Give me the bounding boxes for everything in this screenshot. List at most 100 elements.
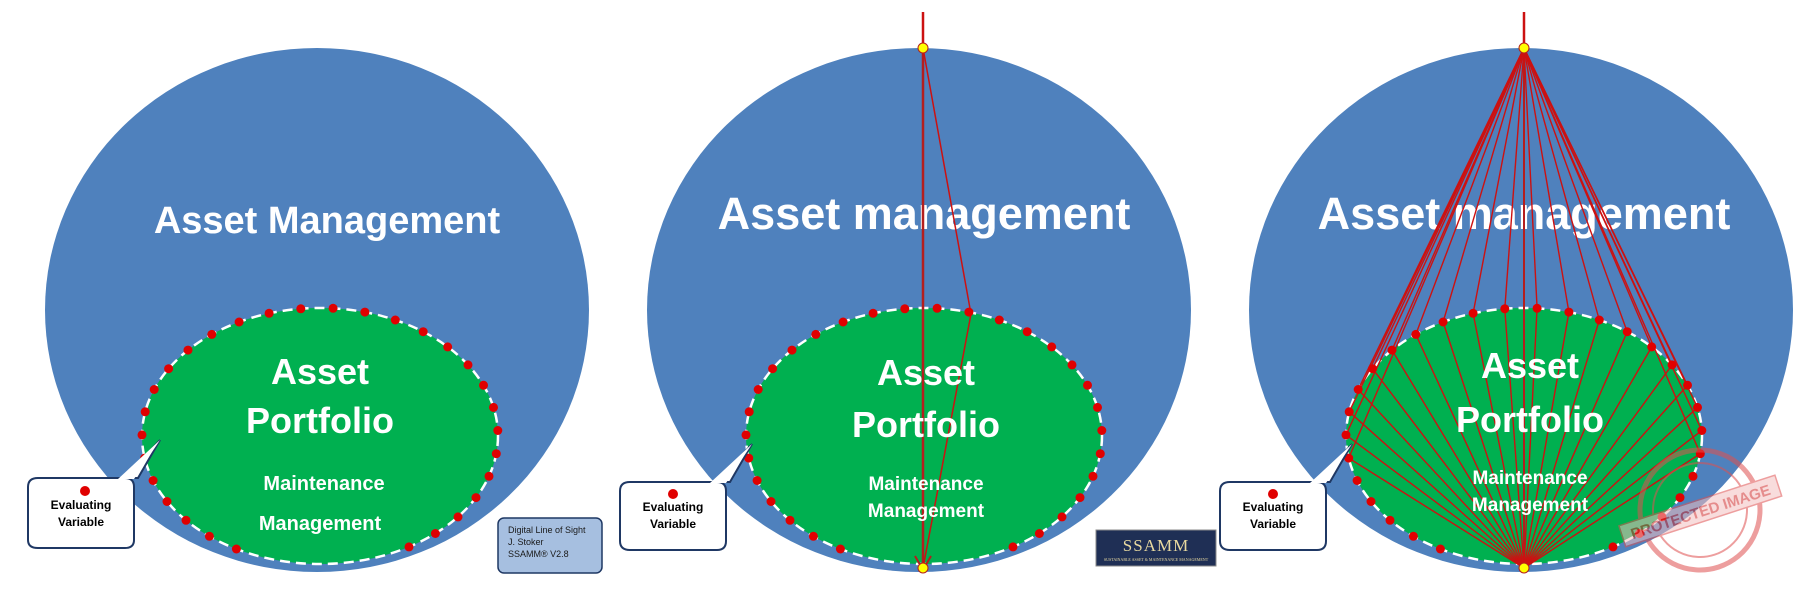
evaluating-variable-dot	[264, 308, 274, 318]
evaluating-variable-dot	[148, 476, 158, 485]
evaluating-variable-dot	[1095, 449, 1105, 459]
evaluating-variable-dot	[1075, 493, 1085, 503]
evaluating-variable-dot	[1093, 402, 1102, 412]
evaluating-variable-dot	[1667, 360, 1677, 370]
evaluating-variable-dot	[1564, 307, 1574, 317]
line-of-sight-link	[1523, 47, 1538, 309]
evaluating-variable-dot	[1366, 497, 1376, 506]
line-of-sight-link	[1472, 47, 1525, 314]
line-of-sight-link	[1523, 346, 1653, 569]
evaluating-variable-dot	[489, 402, 498, 412]
line-of-sight-link	[1345, 434, 1525, 569]
callout-line2: Variable	[1250, 517, 1296, 531]
evaluating-variable-dot	[1344, 453, 1354, 463]
evaluating-variable-dots	[1341, 303, 1707, 554]
evaluating-variable-dot	[443, 342, 453, 352]
line-of-sight-link	[1348, 411, 1525, 569]
evaluating-variable-dot	[137, 430, 147, 440]
evaluating-variable-dot	[1411, 329, 1421, 339]
evaluating-variable-dot	[1688, 471, 1698, 481]
evaluating-variable-callout: Evaluating Variable	[619, 443, 753, 551]
evaluating-variable-dot	[1438, 317, 1448, 327]
evaluating-variable-dot	[1341, 430, 1351, 440]
evaluating-variable-dot	[1622, 327, 1632, 337]
evaluating-variable-dot	[868, 308, 878, 318]
line-of-sight-link	[1523, 331, 1628, 569]
evaluating-variable-dot	[1532, 303, 1542, 313]
evaluating-variable-dot	[1353, 385, 1363, 394]
evaluating-variable-dot	[752, 476, 762, 485]
note-line3: SSAMM® V2.8	[508, 549, 569, 559]
line-of-sight-link	[1415, 334, 1525, 569]
evaluating-variable-dot	[744, 407, 754, 417]
evaluating-variable-dot	[231, 544, 241, 554]
line-of-sight-link	[1523, 384, 1688, 569]
evaluating-variable-dot	[360, 307, 370, 317]
evaluating-variable-dot	[808, 531, 818, 541]
evaluating-variable-dot	[1468, 308, 1478, 318]
evaluating-variable-dot	[328, 303, 338, 313]
evaluating-variable-dot	[430, 529, 440, 538]
callout-line1: Evaluating	[51, 498, 112, 512]
bottom-node	[1518, 562, 1530, 574]
evaluating-variable-dot	[390, 315, 400, 325]
evaluating-variable-dot	[207, 329, 217, 339]
evaluating-variable-dot	[140, 407, 150, 417]
evaluating-variable-dot	[1022, 327, 1032, 337]
line-of-sight-link	[1391, 349, 1525, 569]
line-of-sight-link	[1504, 47, 1525, 309]
evaluating-variable-dot	[493, 426, 503, 435]
line-of-sight-link	[1523, 364, 1673, 569]
evaluating-variable-dot	[1697, 426, 1707, 435]
evaluating-variable-dot	[1408, 531, 1418, 541]
panel-3: Asset management Asset Portfolio Mainten…	[1219, 12, 1793, 574]
evaluating-variable-dot	[766, 497, 776, 506]
version-note: Digital Line of Sight J. Stoker SSAMM® V…	[497, 517, 603, 574]
note-line1: Digital Line of Sight	[508, 525, 586, 535]
evaluating-variable-dot	[1368, 364, 1378, 374]
line-of-sight-link	[1523, 47, 1570, 313]
evaluating-variable-dots	[741, 303, 1107, 554]
line-of-sight-link	[1523, 319, 1600, 569]
evaluating-variable-dot	[900, 304, 910, 314]
evaluating-variable-dot	[1047, 342, 1057, 352]
evaluating-variable-dot	[1385, 515, 1395, 525]
evaluating-variable-dot	[162, 497, 172, 506]
line-of-sight-link	[1523, 47, 1628, 332]
asset-portfolio-title-line1: Asset	[271, 351, 369, 392]
evaluating-variable-dot	[234, 317, 244, 327]
evaluating-variable-dot	[80, 486, 90, 496]
asset-portfolio-title-line1: Asset	[877, 352, 975, 393]
evaluating-variable-dot	[1088, 471, 1098, 481]
line-of-sight-link	[1523, 47, 1701, 454]
evaluating-variable-dot	[1387, 345, 1397, 355]
top-node	[917, 42, 929, 54]
evaluating-variable-dot	[838, 317, 848, 327]
evaluating-variable-dot	[1344, 407, 1354, 417]
evaluating-variable-dot	[787, 345, 797, 355]
evaluating-variable-dot	[744, 453, 754, 463]
line-of-sight-link	[1371, 47, 1525, 369]
evaluating-variable-dot	[835, 544, 845, 554]
evaluating-variable-dot	[741, 430, 751, 440]
evaluating-variable-dot	[1693, 402, 1702, 412]
line-of-sight-link	[1523, 429, 1703, 569]
line-of-sight-link	[1523, 47, 1600, 321]
evaluating-variable-dot	[1008, 542, 1018, 552]
evaluating-variable-dot	[1683, 380, 1692, 390]
line-of-sight-link	[1523, 47, 1699, 408]
callout-line1: Evaluating	[1243, 500, 1304, 514]
line-of-sight-link	[1348, 457, 1525, 569]
maintenance-label: Maintenance	[1472, 468, 1587, 489]
evaluating-variable-dot	[1268, 489, 1278, 499]
panel-2: Asset management Asset Portfolio Mainten…	[619, 12, 1191, 574]
line-of-sight-link	[1415, 47, 1525, 335]
asset-portfolio-title-line2: Portfolio	[246, 400, 394, 441]
management-label: Management	[868, 501, 985, 522]
evaluating-variable-dot	[491, 449, 501, 459]
evaluating-variable-dot	[994, 315, 1004, 325]
evaluating-variable-dot	[1097, 426, 1107, 435]
evaluating-variable-dot	[1034, 529, 1044, 538]
bottom-node	[917, 562, 929, 574]
